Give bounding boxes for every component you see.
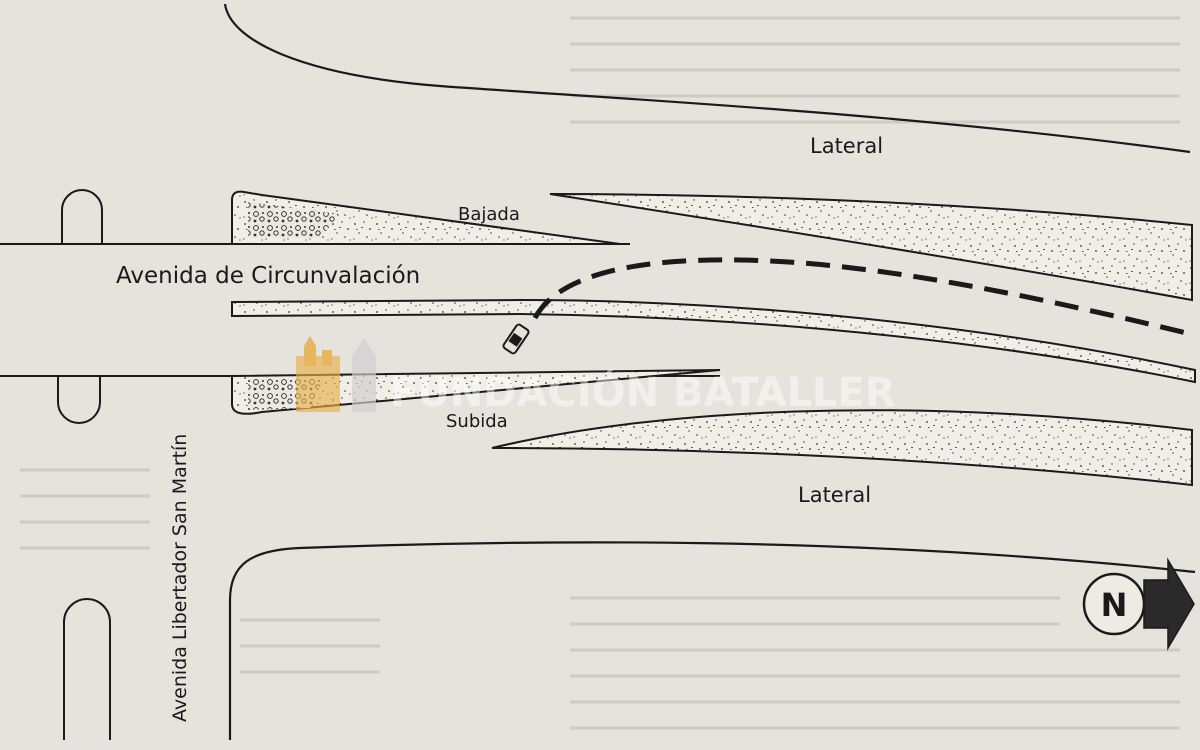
u-turn-loop-top [61, 189, 103, 244]
top-road-edge [223, 3, 1191, 154]
watermark: FUNDACIÓN BATALLER [296, 336, 896, 416]
vehicle-trajectory-dashed [532, 257, 1196, 338]
label-avenida-circunvalacion: Avenida de Circunvalación [116, 263, 420, 289]
lower-lateral-island [491, 409, 1193, 487]
label-lateral-bottom: Lateral [798, 483, 871, 507]
watermark-text: FUNDACIÓN BATALLER [390, 368, 896, 416]
label-avenida-san-martin: Avenida Libertador San Martín [169, 434, 191, 722]
castle-logo-icon [296, 336, 376, 412]
bajada-ramp-island [231, 190, 621, 245]
compass-circle [1082, 572, 1146, 636]
upper-lateral-island [549, 193, 1193, 302]
u-turn-loop-bottom [63, 598, 111, 740]
label-subida: Subida [446, 411, 508, 432]
central-median [231, 298, 1196, 384]
label-bajada: Bajada [458, 204, 520, 225]
north-arrow-icon [1143, 557, 1195, 651]
bottom-road-edge [228, 541, 1196, 740]
u-turn-loop-middle [57, 376, 101, 424]
car-icon [502, 323, 530, 355]
compass: N [1082, 557, 1195, 651]
label-lateral-top: Lateral [810, 134, 883, 158]
compass-letter: N [1101, 586, 1128, 624]
background-text-lines [20, 16, 1180, 730]
bajada-rubble [248, 202, 340, 238]
